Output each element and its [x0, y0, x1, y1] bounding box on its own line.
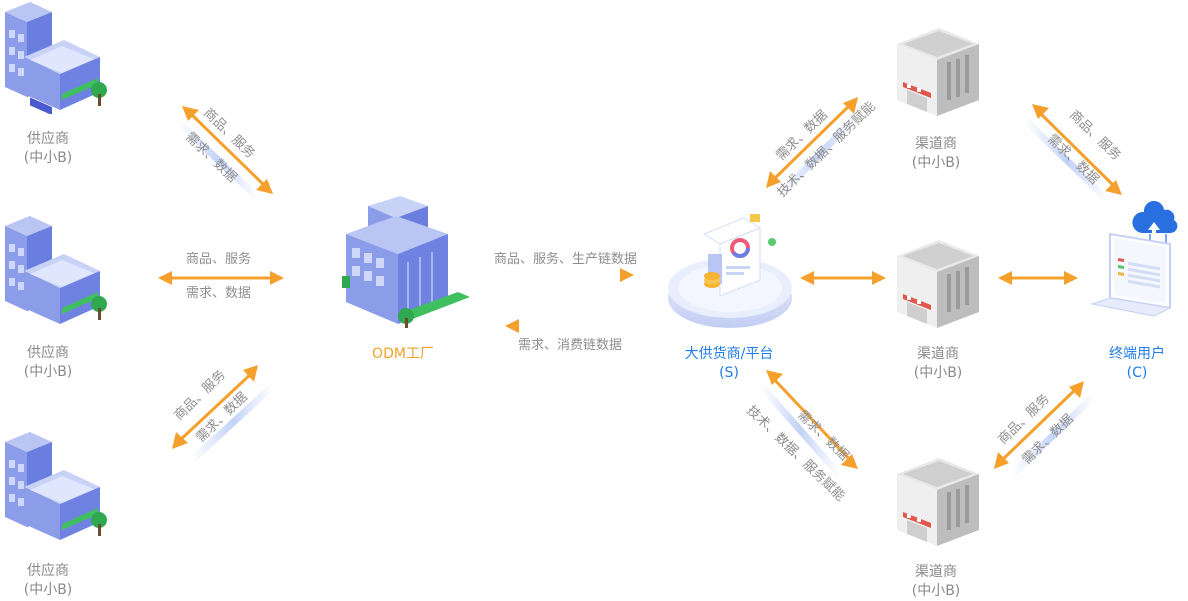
platform-pedestal-icon	[668, 214, 792, 328]
odm-label: ODM工厂	[372, 345, 434, 364]
channel-name: 渠道商	[917, 346, 959, 362]
supplier-sub: (中小B)	[23, 150, 73, 166]
edge-label-supplier2-top: 商品、服务	[186, 252, 252, 267]
channel-name: 渠道商	[915, 564, 957, 580]
platform-name: 大供货商/平台	[684, 346, 774, 362]
factory-building-icon	[342, 196, 470, 328]
supplier-name: 供应商	[27, 131, 69, 147]
supplier-name: 供应商	[27, 563, 69, 579]
arrow-channel2-enduser	[998, 271, 1078, 297]
channel-label-3: 渠道商 (中小B)	[912, 563, 961, 601]
odm-name: ODM工厂	[372, 346, 434, 362]
supplier-sub: (中小B)	[23, 582, 73, 598]
edge-label-odm-to-platform: 商品、服务、生产链数据	[494, 252, 638, 267]
supplier-building-icon	[5, 216, 107, 324]
channel-sub: (中小B)	[911, 583, 961, 599]
arrow-platform-channel3	[757, 370, 858, 478]
end-user-laptop-icon	[1090, 200, 1178, 317]
arrow-channel1-enduser	[1022, 104, 1122, 203]
arrow-supplier2-odm	[158, 271, 284, 299]
supplier-name: 供应商	[27, 345, 69, 361]
channel-label-1: 渠道商 (中小B)	[912, 135, 961, 173]
end-user-label: 终端用户 (C)	[1109, 345, 1165, 383]
edge-label-supplier2-bottom: 需求、数据	[186, 286, 252, 301]
channel-store-icon	[897, 240, 979, 328]
platform-sub: (S)	[719, 365, 739, 381]
supplier-building-icon	[5, 2, 107, 114]
end-user-sub: (C)	[1126, 365, 1148, 381]
arrow-channel3-enduser	[994, 381, 1098, 478]
arrow-platform-to-odm	[505, 319, 630, 339]
supplier-sub: (中小B)	[23, 364, 73, 380]
supplier-label-2: 供应商 (中小B)	[24, 344, 73, 382]
channel-store-icon	[897, 28, 979, 116]
platform-label: 大供货商/平台 (S)	[685, 345, 774, 383]
arrow-platform-channel2	[800, 271, 886, 297]
supplier-label-3: 供应商 (中小B)	[24, 562, 73, 600]
end-user-name: 终端用户	[1109, 346, 1165, 362]
supplier-label-1: 供应商 (中小B)	[24, 130, 73, 168]
channel-sub: (中小B)	[913, 365, 963, 381]
arrow-odm-to-platform	[515, 268, 634, 286]
edge-label-platform-to-odm: 需求、消费链数据	[518, 338, 623, 353]
channel-label-2: 渠道商 (中小B)	[914, 345, 963, 383]
channel-store-icon	[897, 458, 979, 546]
channel-sub: (中小B)	[911, 155, 961, 171]
arrow-supplier3-odm	[172, 365, 277, 463]
channel-name: 渠道商	[915, 136, 957, 152]
arrow-platform-channel1	[766, 97, 864, 200]
arrow-supplier1-odm	[175, 106, 273, 201]
supplier-building-icon	[5, 432, 107, 540]
